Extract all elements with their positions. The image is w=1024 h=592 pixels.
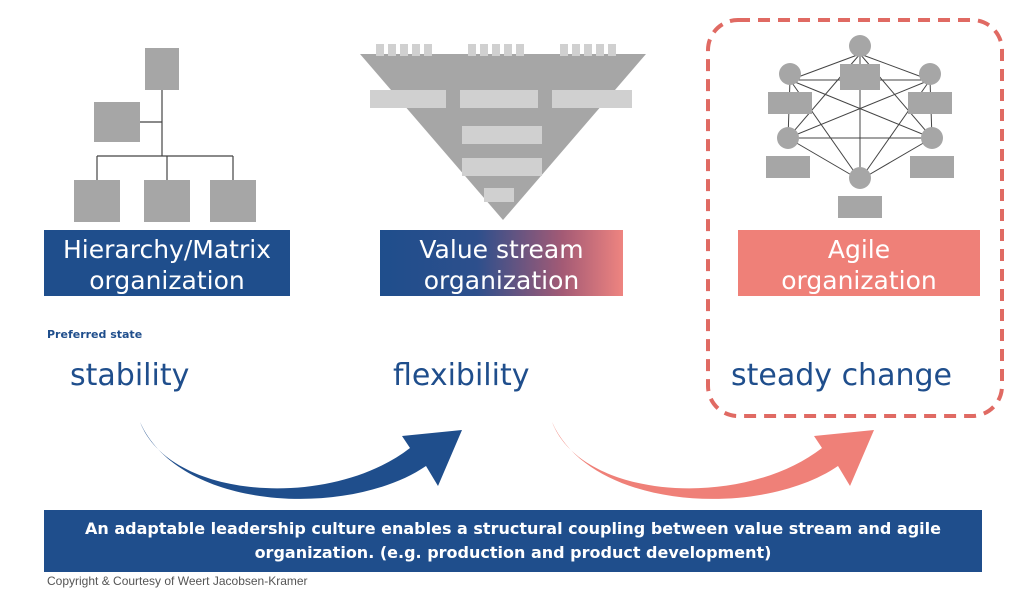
hierarchy-title-line2: organization xyxy=(89,266,245,295)
footer-line2: organization. (e.g. production and produ… xyxy=(254,543,772,562)
hierarchy-org-chart-icon xyxy=(74,48,256,222)
value-stream-funnel-icon xyxy=(360,44,646,220)
value-stream-title-line1: Value stream xyxy=(419,235,584,264)
state-stability: stability xyxy=(70,358,190,393)
footer-line1: An adaptable leadership culture enables … xyxy=(85,519,941,538)
value-stream-title-line2: organization xyxy=(423,266,580,295)
agile-title-line2: organization xyxy=(781,266,937,295)
agile-network-icon xyxy=(766,35,954,218)
preferred-state-label: Preferred state xyxy=(47,328,143,341)
value-stream-label: Value stream organization xyxy=(380,230,623,296)
hierarchy-matrix-label: Hierarchy/Matrix organization xyxy=(44,230,290,296)
agile-title-line1: Agile xyxy=(827,235,891,264)
agile-highlight-dashed-frame xyxy=(706,18,1004,418)
arrow-flexibility-to-agile xyxy=(552,422,874,499)
hierarchy-title-line1: Hierarchy/Matrix xyxy=(63,235,271,264)
state-flexibility: flexibility xyxy=(393,358,530,393)
copyright-note: Copyright & Courtesy of Weert Jacobsen-K… xyxy=(47,574,308,588)
agile-label: Agile organization xyxy=(738,230,980,296)
arrow-stability-to-flexibility xyxy=(140,422,462,499)
state-steady-change: steady change xyxy=(731,358,952,393)
footer-banner: An adaptable leadership culture enables … xyxy=(44,510,982,572)
transition-arrows xyxy=(140,422,874,499)
